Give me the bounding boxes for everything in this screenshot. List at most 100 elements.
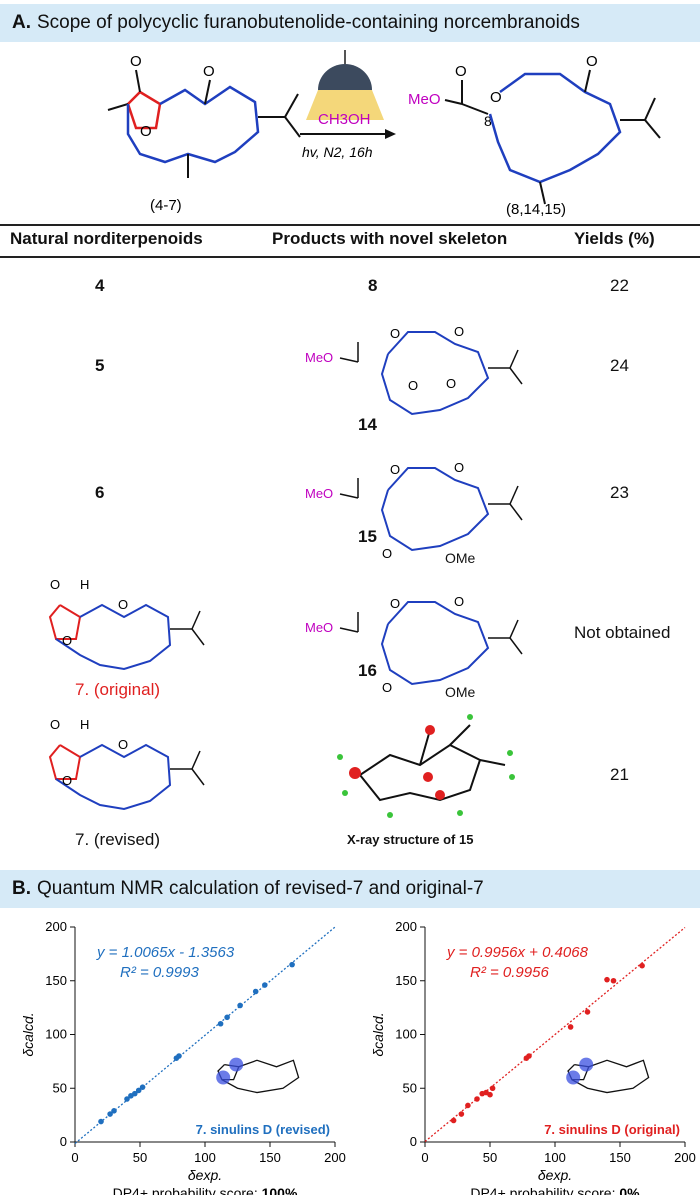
y-axis-label: δcalcd. — [370, 1012, 386, 1056]
r-squared: R² = 0.9956 — [470, 964, 549, 981]
inset-highlight-2 — [216, 1070, 231, 1085]
trend-equation: y = 0.9956x + 0.4068 — [446, 944, 589, 961]
product-16-structure: MeO O O O — [305, 594, 523, 695]
data-point — [526, 1053, 532, 1059]
p15-ome: OMe — [445, 550, 476, 566]
product-ketone-o: O — [586, 53, 598, 70]
x-tick-label: 150 — [259, 1150, 281, 1165]
y-tick-label: 50 — [53, 1080, 67, 1095]
r-squared: R² = 0.9993 — [120, 964, 199, 981]
data-point — [124, 1096, 130, 1102]
start-ketone-o: O — [130, 53, 142, 70]
n7o-h: H — [80, 577, 89, 592]
x-axis-label: δexp. — [188, 1167, 222, 1183]
n7r-ring-o: O — [62, 773, 72, 788]
product-14: 14 — [358, 415, 377, 434]
natural-4: 4 — [95, 276, 105, 295]
p14-ester-o2: O — [446, 376, 456, 391]
data-point — [224, 1014, 230, 1021]
product-14-structure: MeO O O O O — [305, 324, 523, 416]
product-structure: MeO O 8 O O (8,14,15) — [408, 53, 661, 218]
x-axis-label: δexp. — [538, 1167, 572, 1183]
x-tick-label: 100 — [194, 1150, 216, 1165]
n7o-ketone2-o: O — [118, 597, 128, 612]
product-15: 15 — [358, 527, 377, 546]
yield-row-5: 21 — [610, 765, 629, 784]
section-b-letter: B. — [12, 878, 31, 899]
data-point — [176, 1053, 182, 1059]
x-tick-label: 50 — [483, 1150, 497, 1165]
inset-label: 7. sinulins D (original) — [544, 1122, 680, 1137]
natural-7-revised: 7. (revised) — [75, 830, 161, 849]
x-tick-label: 150 — [609, 1150, 631, 1165]
xray-caption: X-ray structure of 15 — [347, 832, 474, 847]
y-tick-label: 50 — [403, 1080, 417, 1095]
data-point — [610, 977, 617, 984]
lamp-icon — [306, 50, 384, 120]
product-c8: 8 — [484, 113, 492, 129]
data-point — [584, 1009, 591, 1015]
p14-ring-o: O — [390, 326, 400, 341]
p16-ketone2-o: O — [382, 680, 392, 695]
section-b-banner: B. Quantum NMR calculation of revised-7 … — [0, 870, 700, 908]
header-products: Products with novel skeleton — [272, 229, 508, 248]
x-tick-label: 0 — [421, 1150, 428, 1165]
inset-highlight-1 — [579, 1057, 594, 1072]
n7o-ketone-o: O — [50, 577, 60, 592]
reaction-scheme: O O O (4-7) CH3OH hv, N2, 16h MeO O 8 O … — [107, 50, 661, 218]
section-a-letter: A. — [12, 12, 31, 33]
x-tick-label: 200 — [324, 1150, 346, 1165]
data-point — [111, 1108, 117, 1114]
start-ring-o: O — [140, 123, 152, 140]
p16-ring-o: O — [390, 596, 400, 611]
yield-row-2: 24 — [610, 356, 629, 375]
product-8: 8 — [368, 276, 378, 295]
n7r-ketone-o: O — [50, 717, 60, 732]
x-tick-label: 100 — [544, 1150, 566, 1165]
p15-ketone-o: O — [454, 460, 464, 475]
section-a-title: Scope of polycyclic furanobutenolide-con… — [37, 12, 580, 33]
data-point — [217, 1020, 224, 1027]
inset-structure — [566, 1057, 650, 1094]
data-point — [450, 1117, 457, 1124]
p14-meo: MeO — [305, 350, 333, 365]
inset-macrocycle — [221, 1059, 300, 1094]
data-point — [487, 1091, 493, 1098]
p15-meo: MeO — [305, 486, 333, 501]
data-point — [262, 982, 268, 988]
product-15-structure: MeO O O O — [305, 460, 523, 561]
solvent-label: CH3OH — [318, 111, 371, 128]
header-yields: Yields (%) — [574, 229, 655, 248]
data-point — [252, 988, 259, 995]
product-label: (8,14,15) — [506, 201, 566, 218]
n7o-ring-o: O — [62, 633, 72, 648]
starting-material-structure: O O O (4-7) — [107, 53, 301, 214]
p14-ester-o: O — [408, 378, 418, 393]
natural-7-original-structure: O H O O — [48, 577, 205, 671]
natural-7-revised-structure: O H O O — [48, 717, 205, 811]
start-label: (4-7) — [150, 197, 182, 214]
n7r-h: H — [80, 717, 89, 732]
y-tick-label: 100 — [45, 1027, 67, 1042]
yield-row-4: Not obtained — [574, 623, 671, 642]
natural-6: 6 — [95, 483, 105, 502]
table-top-rule — [0, 224, 700, 226]
y-tick-label: 100 — [395, 1027, 417, 1042]
yield-row-3: 23 — [610, 483, 629, 502]
data-point — [639, 962, 645, 969]
section-a-banner: A. Scope of polycyclic furanobutenolide-… — [0, 4, 700, 42]
data-point — [139, 1084, 146, 1090]
p14-ketone-o: O — [454, 324, 464, 339]
y-tick-label: 0 — [410, 1134, 417, 1149]
data-point — [98, 1118, 104, 1125]
product-16: 16 — [358, 661, 377, 680]
data-point — [132, 1090, 138, 1097]
p16-meo: MeO — [305, 620, 333, 635]
dp4-footer: DP4+ probability score: 100% — [113, 1185, 298, 1195]
inset-label: 7. sinulins D (revised) — [196, 1122, 330, 1137]
x-tick-label: 0 — [71, 1150, 78, 1165]
inset-macrocycle — [571, 1059, 650, 1094]
inset-highlight-2 — [566, 1070, 581, 1085]
